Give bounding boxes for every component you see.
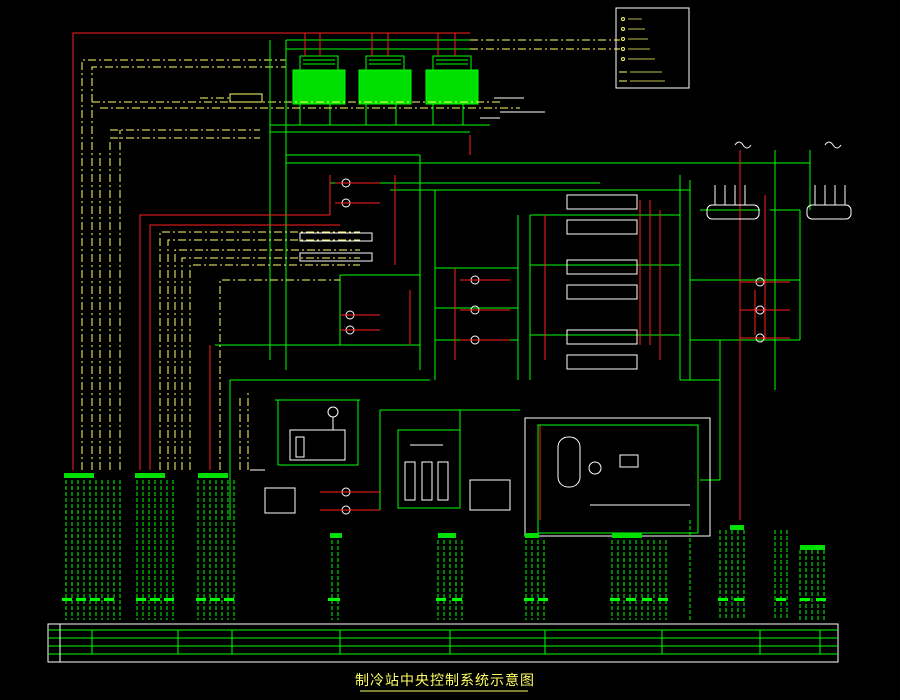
field-tags	[62, 598, 826, 601]
tank-right	[469, 479, 511, 511]
chillers	[566, 194, 638, 370]
control-bus-left	[99, 130, 360, 470]
field-wiring	[65, 480, 825, 620]
top-signal-lines	[72, 32, 620, 470]
bottom-bus	[47, 623, 839, 663]
legend-box	[615, 7, 690, 89]
signal-wiring-red	[139, 135, 766, 520]
expansion-unit	[524, 417, 711, 537]
cooling-tower-1	[292, 55, 346, 105]
plate-exchangers	[299, 232, 373, 262]
diagram-title: 制冷站中央控制系统示意图	[355, 672, 535, 689]
control-panels	[64, 473, 825, 550]
cooling-tower-3	[425, 55, 479, 105]
softener-unit	[277, 399, 359, 466]
dosing-unit	[397, 429, 461, 509]
tank-left	[250, 469, 296, 514]
cooling-towers	[92, 33, 545, 139]
water-distributors	[706, 141, 852, 220]
cooling-tower-2	[358, 55, 412, 105]
